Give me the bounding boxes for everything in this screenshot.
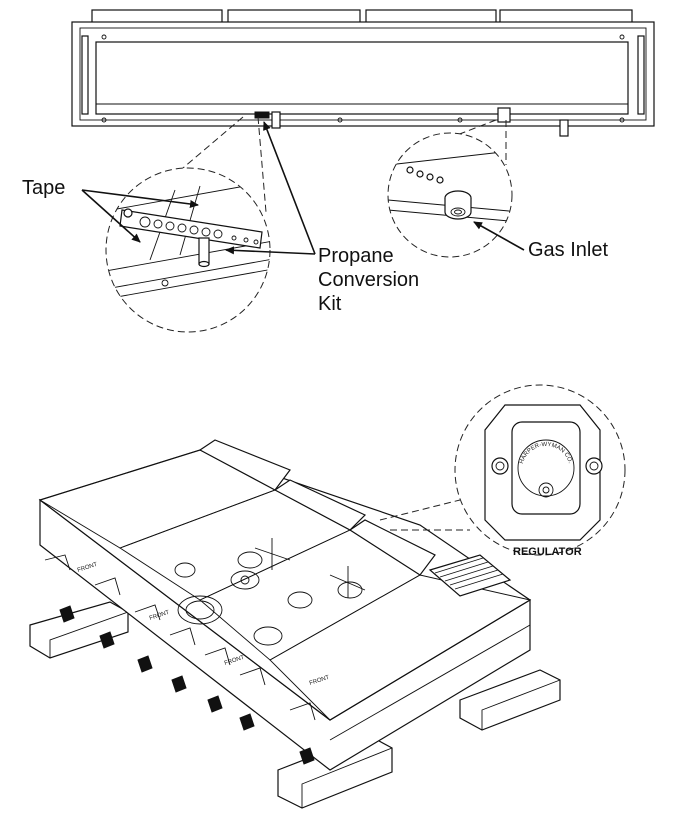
regulator-leader-a <box>379 499 461 521</box>
cooktop-underside-view <box>71 9 655 137</box>
gas-inlet-arrow <box>473 221 525 251</box>
tape-label: Tape <box>22 177 65 199</box>
gas-inlet-detail-circle <box>387 132 513 258</box>
propane-label-line1: Propane <box>318 245 394 267</box>
regulator-label: REGULATOR <box>513 546 582 558</box>
tape-arrow-1 <box>81 189 199 208</box>
regulator-detail-circle: HARPER-WYMAN CO. <box>454 384 626 556</box>
propane-label-line3: Kit <box>318 293 342 315</box>
tape-arrow-2 <box>81 189 141 243</box>
magnifier-leader-left-b <box>257 116 267 213</box>
gas-inlet-label: Gas Inlet <box>528 239 608 261</box>
control-knobs <box>59 605 315 765</box>
cooktop-isometric-view: FRONT FRONT FRONT FRONT <box>29 439 561 809</box>
kit-detail-circle <box>105 167 271 333</box>
kit-arrow-2 <box>263 121 316 255</box>
propane-label-line2: Conversion <box>318 269 419 291</box>
kit-arrow-1 <box>225 246 316 255</box>
